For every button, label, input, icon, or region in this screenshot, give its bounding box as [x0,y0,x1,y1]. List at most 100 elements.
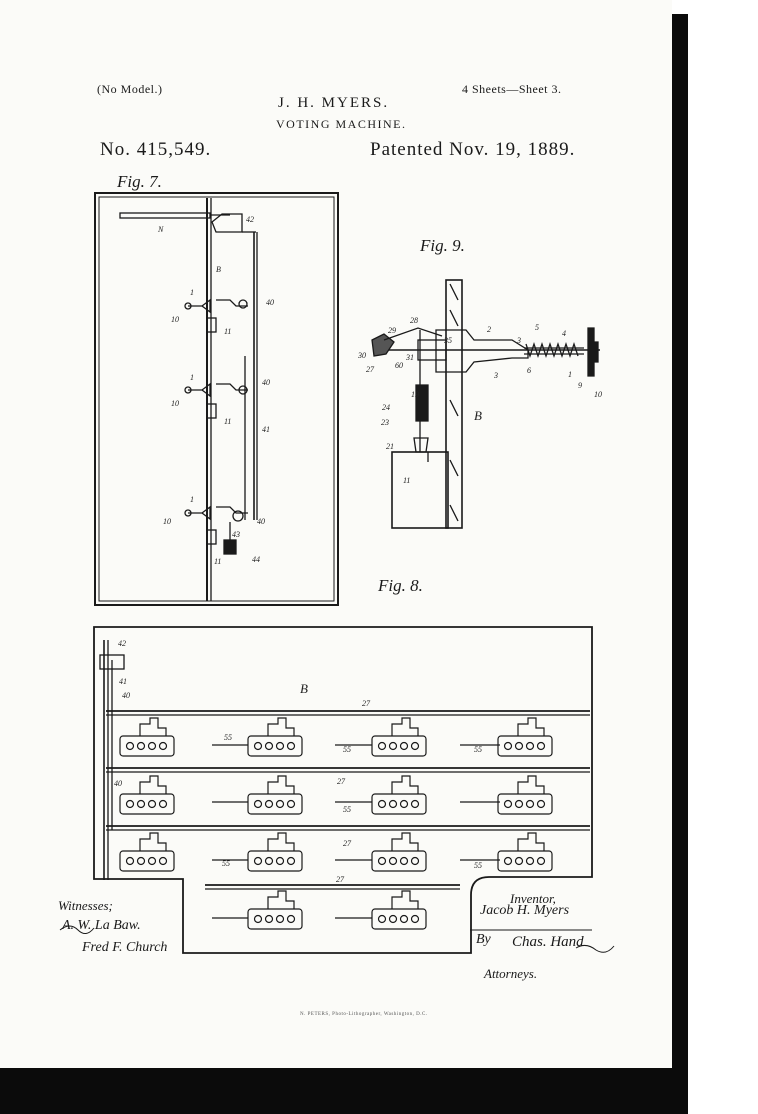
fig7-label: Fig. 7. [117,172,162,191]
svg-text:B: B [474,408,482,423]
counter-dial [399,799,409,809]
svg-text:28: 28 [410,316,418,325]
fig8-drawing [93,626,593,954]
counter-actuator [139,775,167,794]
counter-unit [371,775,427,815]
counter-dial [377,741,387,751]
svg-text:41: 41 [119,677,127,686]
svg-text:19: 19 [411,390,419,399]
counter-dial [514,799,524,809]
counter-dial [286,741,296,751]
counter-dial [253,799,263,809]
counter-dial [147,741,157,751]
svg-text:10: 10 [171,315,179,324]
svg-text:B: B [300,681,308,696]
counter-dial [253,856,263,866]
counter-dial [388,741,398,751]
witness-1-signature: A. W. La Baw. [62,918,141,933]
counter-actuator [391,890,419,909]
counter-actuator [267,832,295,851]
counter-actuator [267,775,295,794]
counter-box [247,850,303,872]
counter-box [497,793,553,815]
counter-dial [136,799,146,809]
svg-text:27: 27 [366,365,375,374]
counter-dial [503,856,513,866]
svg-text:29: 29 [388,326,396,335]
counter-unit [247,832,303,872]
svg-text:42: 42 [246,215,254,224]
inventor-signature: Jacob H. Myers [480,903,570,918]
counter-dial [286,914,296,924]
svg-text:B: B [216,265,221,274]
counter-dial [253,914,263,924]
svg-text:27: 27 [336,875,345,884]
patent-sheet: (No Model.) 4 Sheets—Sheet 3. J. H. MYER… [58,82,615,1017]
svg-text:27: 27 [362,699,371,708]
counter-unit [371,717,427,757]
svg-text:42: 42 [118,639,126,648]
svg-text:40: 40 [262,378,270,387]
svg-text:1: 1 [190,373,194,382]
counter-dial [388,856,398,866]
fig9-drawing [371,279,600,529]
counter-dial [410,799,420,809]
svg-text:27: 27 [337,777,346,786]
counter-dial [158,799,168,809]
counter-dial [514,856,524,866]
fig8-reference-numerals: 42 41 40 B 27 55 55 55 40 27 55 27 55 55… [114,639,482,884]
counter-dial [264,914,274,924]
svg-text:40: 40 [266,298,274,307]
svg-text:N: N [157,225,164,234]
counter-unit [497,832,553,872]
svg-text:1: 1 [190,495,194,504]
witnesses-label: Witnesses; [58,898,113,913]
counter-dial [275,914,285,924]
model-note: (No Model.) [97,82,163,96]
counter-dial [536,799,546,809]
svg-text:24: 24 [382,403,390,412]
counter-unit [371,832,427,872]
counter-unit [497,717,553,757]
svg-text:44: 44 [252,555,260,564]
counter-dial [147,856,157,866]
svg-text:27: 27 [343,839,352,848]
sheets-note: 4 Sheets—Sheet 3. [462,82,562,96]
counter-dial [525,741,535,751]
svg-text:40: 40 [114,779,122,788]
counter-dial [377,856,387,866]
signature-flourishes [59,925,615,953]
svg-text:11: 11 [403,476,410,485]
counter-actuator [267,890,295,909]
svg-text:55: 55 [343,745,351,754]
counter-dial [503,799,513,809]
svg-text:10: 10 [171,399,179,408]
svg-text:5: 5 [535,323,539,332]
counter-dial [158,741,168,751]
fig7-reference-numerals: 42 N B 1 10 11 40 1 10 11 40 41 1 10 40 … [157,215,274,566]
counter-dial [264,799,274,809]
counter-unit [371,890,427,930]
fig7-drawing [94,192,339,606]
svg-text:35: 35 [443,336,452,345]
counter-box [247,735,303,757]
counter-dial [158,856,168,866]
svg-text:21: 21 [386,442,394,451]
counter-dial [136,741,146,751]
counter-box [119,735,175,757]
counter-box [119,793,175,815]
patent-drawing: 42 N B 1 10 11 40 1 10 11 40 41 1 10 40 … [59,192,615,954]
counter-actuator [391,832,419,851]
fig8-counter-units [119,717,553,930]
counter-actuator [139,717,167,736]
counter-actuator [267,717,295,736]
svg-text:31: 31 [405,353,414,362]
counter-unit [247,775,303,815]
counter-dial [399,741,409,751]
counter-box [371,735,427,757]
counter-dial [264,856,274,866]
counter-dial [410,856,420,866]
counter-dial [377,799,387,809]
svg-text:55: 55 [474,745,482,754]
fig8-label: Fig. 8. [378,576,423,595]
